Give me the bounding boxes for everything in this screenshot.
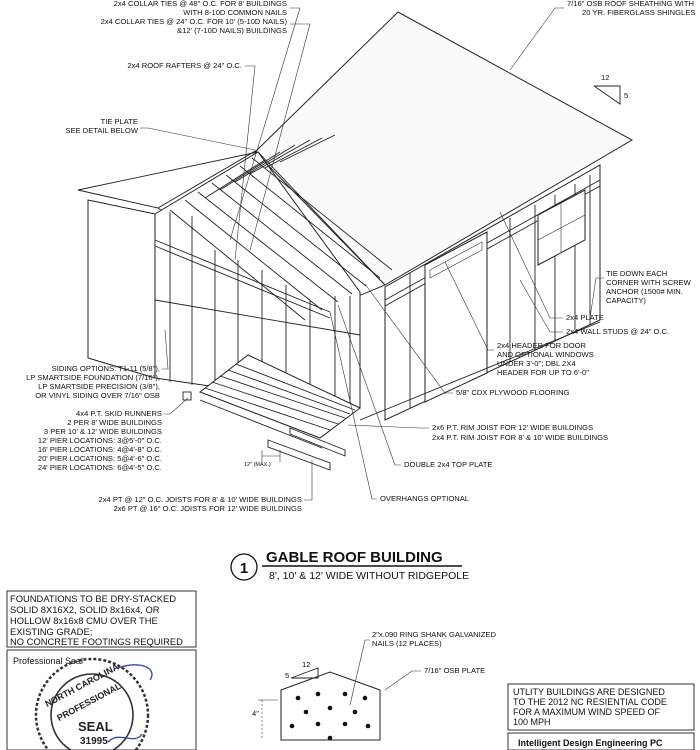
detail-dim: 4" — [252, 709, 259, 718]
osb-sheathing-label-2: 20 YR. FIBERGLASS SHINGLES — [582, 8, 695, 17]
drawing-title-main: GABLE ROOF BUILDING — [266, 549, 443, 566]
foundation-line-1: FOUNDATIONS TO BE DRY-STACKED — [10, 593, 176, 604]
detail-number-circle — [230, 553, 258, 581]
foundation-line-5: NO CONCRETE FOOTINGS REQUIRED — [10, 636, 183, 647]
rim-joist — [199, 399, 323, 449]
siding-label-1: SIDING OPTIONS: T1-11 (5/8"), — [52, 364, 160, 373]
floor-joists — [204, 363, 356, 431]
detail-pitch-symbol — [290, 667, 319, 679]
door-opening — [424, 231, 488, 403]
skid-label-4: 12' PIER LOCATIONS: 3@5'-0" O.C. — [38, 436, 162, 445]
seal-inner-ring — [50, 673, 134, 750]
foundation-line-2: SOLID 8X16X2, SOLID 8x16x4, OR — [10, 604, 160, 615]
skid-label-1: 4x4 P.T. SKID RUNNERS — [76, 409, 162, 418]
flooring-label: 5/8" CDX PLYWOOD FLOORING — [456, 388, 570, 397]
nails-label-2: NAILS (12 PLACES) — [372, 639, 442, 648]
roof-rafters — [169, 134, 393, 321]
left-side-wall — [87, 199, 156, 379]
roof-pitch-symbol — [593, 85, 621, 105]
skid-label-2: 2 PER 8' WIDE BUILDINGS — [67, 418, 162, 427]
svg-text:2x4 COLLAR TIES @ 48" O.C. FOR: 2x4 COLLAR TIES @ 48" O.C. FOR 8' BUILDI… — [114, 0, 287, 8]
foundation-note-box: FOUNDATIONS TO BE DRY-STACKED SOLID 8X16… — [6, 590, 197, 648]
foundation-line-4: EXISTING GRADE; — [10, 626, 92, 637]
studs-label: 2x4 WALL STUDS @ 24" O.C. — [566, 327, 669, 336]
callout-labels: 2x4 COLLAR TIES @ 48" O.C. FOR 8' BUILDI… — [26, 0, 695, 513]
seal-word: SEAL — [78, 719, 113, 734]
plate-label: 2x4 PLATE — [566, 313, 604, 322]
rim-joist-label-1: 2x6 P.T. RIM JOIST FOR 12' WIDE BUILDING… — [432, 423, 593, 432]
rim-joist-label-2: 2x4 P.T. RIM JOIST FOR 8' & 10' WIDE BUI… — [432, 433, 608, 442]
detail-number: 1 — [240, 560, 248, 577]
nail-dots — [289, 691, 371, 741]
firm-name: Intelligent Design Engineering PC — [518, 738, 663, 748]
tie-down-label-4: CAPACITY) — [606, 296, 646, 305]
skid-label-7: 24' PIER LOCATIONS: 6@4'-5" O.C. — [38, 463, 162, 472]
collar-tie-8-label-2: WITH 8-10D COMMON NAILS — [183, 8, 287, 17]
rafters-label: 2x4 ROOF RAFTERS @ 24" O.C. — [127, 61, 242, 70]
nails-label-1: 2"x.090 RING SHANK GALVANIZED — [372, 630, 496, 639]
max-dim-label: 12" (MAX.) — [244, 462, 271, 468]
tie-plate-label-2: SEE DETAIL BELOW — [65, 126, 138, 135]
header-label-4: HEADER FOR UP TO 6'-0" — [497, 368, 589, 377]
tie-down-label-2: CORNER WITH SCREW — [606, 278, 692, 287]
osb-plate-label: 7/16" OSB PLATE — [424, 666, 485, 675]
skid-label-5: 16' PIER LOCATIONS: 4@4'-8" O.C. — [38, 445, 162, 454]
detail-pitch-run: 12 — [302, 660, 310, 669]
svg-text:&12' (7-10D NAILS) BUILDINGS: &12' (7-10D NAILS) BUILDINGS — [177, 26, 287, 35]
design-note-line-3: FOR A MAXIMUM WIND SPEED OF — [513, 707, 661, 717]
osb-sheathing-label: 7/16" OSB ROOF SHEATHING WITH — [567, 0, 694, 8]
header-label-1: 2x4 HEADER FOR DOOR — [497, 341, 587, 350]
top-plate-label: DOUBLE 2x4 TOP PLATE — [404, 460, 493, 469]
seal-heading: Professional Seal — [13, 656, 83, 666]
svg-text:2x4 COLLAR TIES @ 24" O.C. FOR: 2x4 COLLAR TIES @ 24" O.C. FOR 10' (5-10… — [101, 17, 288, 26]
seal-outer-ring — [34, 657, 150, 750]
svg-text:WITH 8-10D COMMON NAILS: WITH 8-10D COMMON NAILS — [183, 8, 287, 17]
building-isometric — [77, 11, 634, 471]
design-note-line-2: TO THE 2012 NC RESIENTIAL CODE — [513, 697, 667, 707]
collar-tie-10-label: 2x4 COLLAR TIES @ 24" O.C. FOR 10' (5-10… — [101, 17, 288, 26]
design-note-box: UTLITY BUILDINGS ARE DESIGNED TO THE 201… — [507, 683, 695, 750]
joists-label-2: 2x6 PT @ 16" O.C. JOISTS FOR 12' WIDE BU… — [113, 504, 302, 513]
design-note-line-4: 100 MPH — [513, 717, 551, 727]
pitch-rise-label: 5 — [624, 91, 628, 100]
seal-number: 31995 — [80, 736, 108, 747]
siding-label-4: OR VINYL SIDING OVER 7/16" OSB — [35, 391, 160, 400]
drawing-title: 1 GABLE ROOF BUILDING 8', 10' & 12' WIDE… — [230, 549, 469, 582]
rim-joist-side — [359, 321, 601, 421]
collar-tie-10-label-2: &12' (7-10D NAILS) BUILDINGS — [177, 26, 287, 35]
tie-plate-label: TIE PLATE — [101, 117, 138, 126]
front-gable-wall — [154, 151, 361, 409]
joists-label-1: 2x4 PT @ 12" O.C. JOISTS FOR 8' & 10' WI… — [99, 495, 302, 504]
skid-runners — [182, 391, 346, 471]
tie-down-label-3: ANCHOR (1500# MIN. — [606, 287, 683, 296]
skid-label-3: 3 PER 10' & 12' WIDE BUILDINGS — [44, 427, 162, 436]
detail-pitch-rise: 5 — [285, 671, 289, 680]
overhangs-label: OVERHANGS OPTIONAL — [380, 494, 469, 503]
siding-label-3: LP SMARTSIDE PRECISION (3/8"), — [38, 382, 160, 391]
professional-seal-box: Professional Seal NORTH CAROLINA PROFESS… — [6, 649, 197, 750]
signature-date-mark — [107, 733, 143, 743]
tie-down-label-1: TIE DOWN EACH — [606, 269, 667, 278]
foundation-line-3: HOLLOW 8x16x8 CMU OVER THE — [10, 615, 158, 626]
collar-tie-8-label: 2x4 COLLAR TIES @ 48" O.C. FOR 8' BUILDI… — [114, 0, 287, 8]
header-label-2: AND OPTIONAL WINDOWS — [497, 350, 594, 359]
tie-plate-detail: 12 5 4" 2"x.090 RING SHANK GALVANIZED NA… — [252, 630, 496, 741]
design-note-line-1: UTLITY BUILDINGS ARE DESIGNED — [513, 687, 665, 697]
signature-mark — [117, 664, 153, 681]
pitch-run-label: 12 — [601, 73, 609, 82]
roof-right-plane — [254, 11, 634, 286]
drawing-title-sub: 8', 10' & 12' WIDE WITHOUT RIDGEPOLE — [269, 570, 469, 582]
siding-label-2: LP SMARTSIDE FOUNDATION (7/16"), — [26, 373, 160, 382]
skid-label-6: 20' PIER LOCATIONS: 5@4'-6" O.C. — [38, 454, 162, 463]
header-label-3: UNDER 3'-0"; DBL 2X4 — [497, 359, 576, 368]
